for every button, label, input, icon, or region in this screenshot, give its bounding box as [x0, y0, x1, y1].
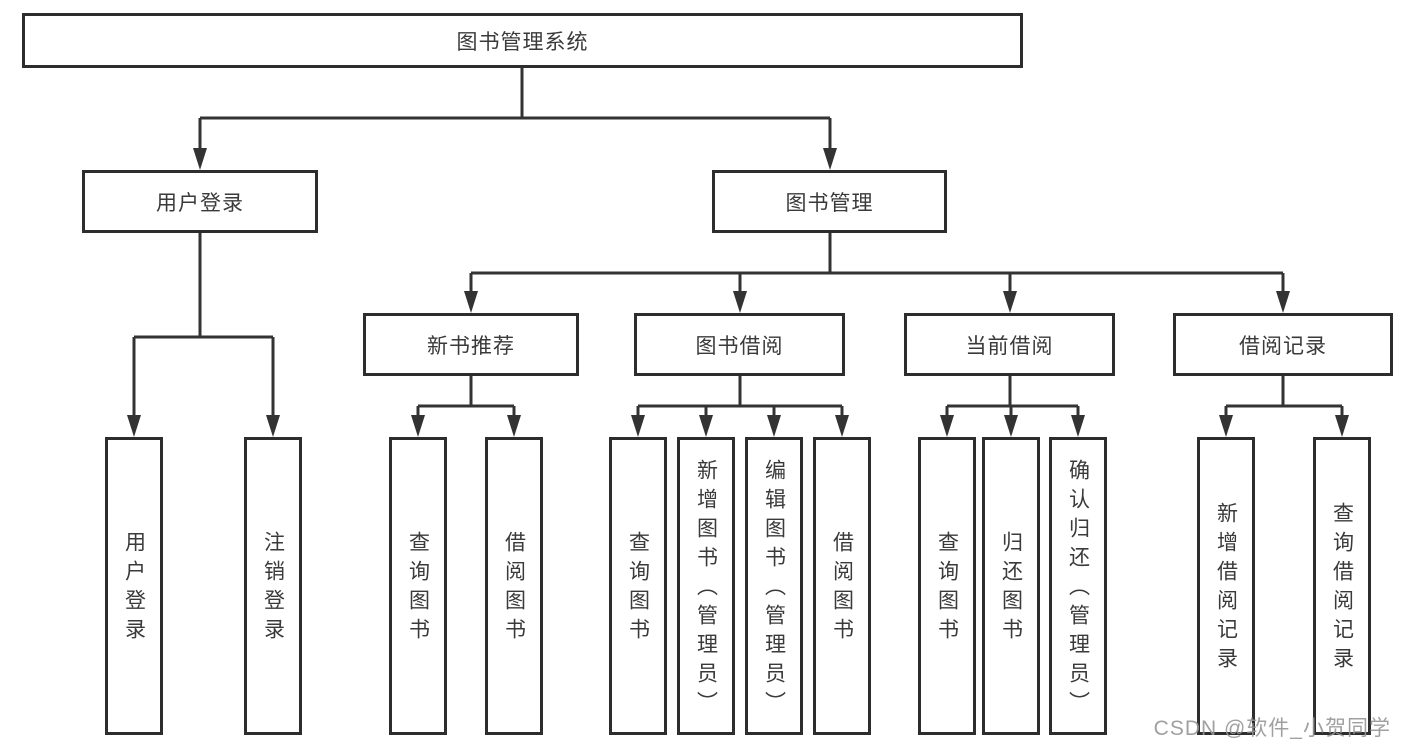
arrowhead-icon — [823, 148, 837, 170]
leaf-logout: 注销登录 — [244, 437, 302, 735]
arrowhead-icon — [266, 415, 280, 437]
arrowheads — [127, 148, 1349, 437]
connector-path — [132, 68, 1344, 419]
arrowhead-icon — [1004, 415, 1018, 437]
arrowhead-icon — [193, 148, 207, 170]
arrowhead-icon — [464, 291, 478, 313]
arrowhead-icon — [1071, 415, 1085, 437]
arrowhead-icon — [940, 415, 954, 437]
arrowhead-icon — [1003, 291, 1017, 313]
node-book-management: 图书管理 — [712, 170, 947, 233]
leaf-edit-books-admin: 编辑图书（管理员） — [745, 437, 803, 735]
arrowhead-icon — [733, 291, 747, 313]
arrowhead-icon — [767, 415, 781, 437]
node-user-login: 用户登录 — [82, 170, 318, 233]
leaf-borrow-books-recommend: 借阅图书 — [485, 437, 543, 735]
leaf-query-borrow-record: 查询借阅记录 — [1313, 437, 1371, 735]
leaf-borrow-books: 借阅图书 — [813, 437, 871, 735]
leaf-query-books-borrow: 查询图书 — [609, 437, 667, 735]
arrowhead-icon — [1219, 415, 1233, 437]
arrowhead-icon — [411, 415, 425, 437]
leaf-add-books-admin: 新增图书（管理员） — [677, 437, 735, 735]
leaf-query-books-recommend: 查询图书 — [389, 437, 447, 735]
arrowhead-icon — [1335, 415, 1349, 437]
node-root-library-system: 图书管理系统 — [22, 13, 1023, 68]
node-book-borrow: 图书借阅 — [634, 313, 845, 376]
leaf-confirm-return-admin: 确认归还（管理员） — [1049, 437, 1107, 735]
leaf-return-books: 归还图书 — [982, 437, 1040, 735]
leaf-user-login: 用户登录 — [105, 437, 163, 735]
leaf-add-borrow-record: 新增借阅记录 — [1197, 437, 1255, 735]
arrowhead-icon — [507, 415, 521, 437]
leaf-query-books-current: 查询图书 — [918, 437, 976, 735]
arrowhead-icon — [127, 415, 141, 437]
arrowhead-icon — [1276, 291, 1290, 313]
arrowhead-icon — [699, 415, 713, 437]
arrowhead-icon — [835, 415, 849, 437]
node-borrow-records: 借阅记录 — [1173, 313, 1393, 376]
csdn-watermark: CSDN @软件_小贺同学 — [1153, 717, 1391, 740]
node-current-borrow: 当前借阅 — [904, 313, 1115, 376]
node-new-book-recommend: 新书推荐 — [363, 313, 579, 376]
arrowhead-icon — [631, 415, 645, 437]
